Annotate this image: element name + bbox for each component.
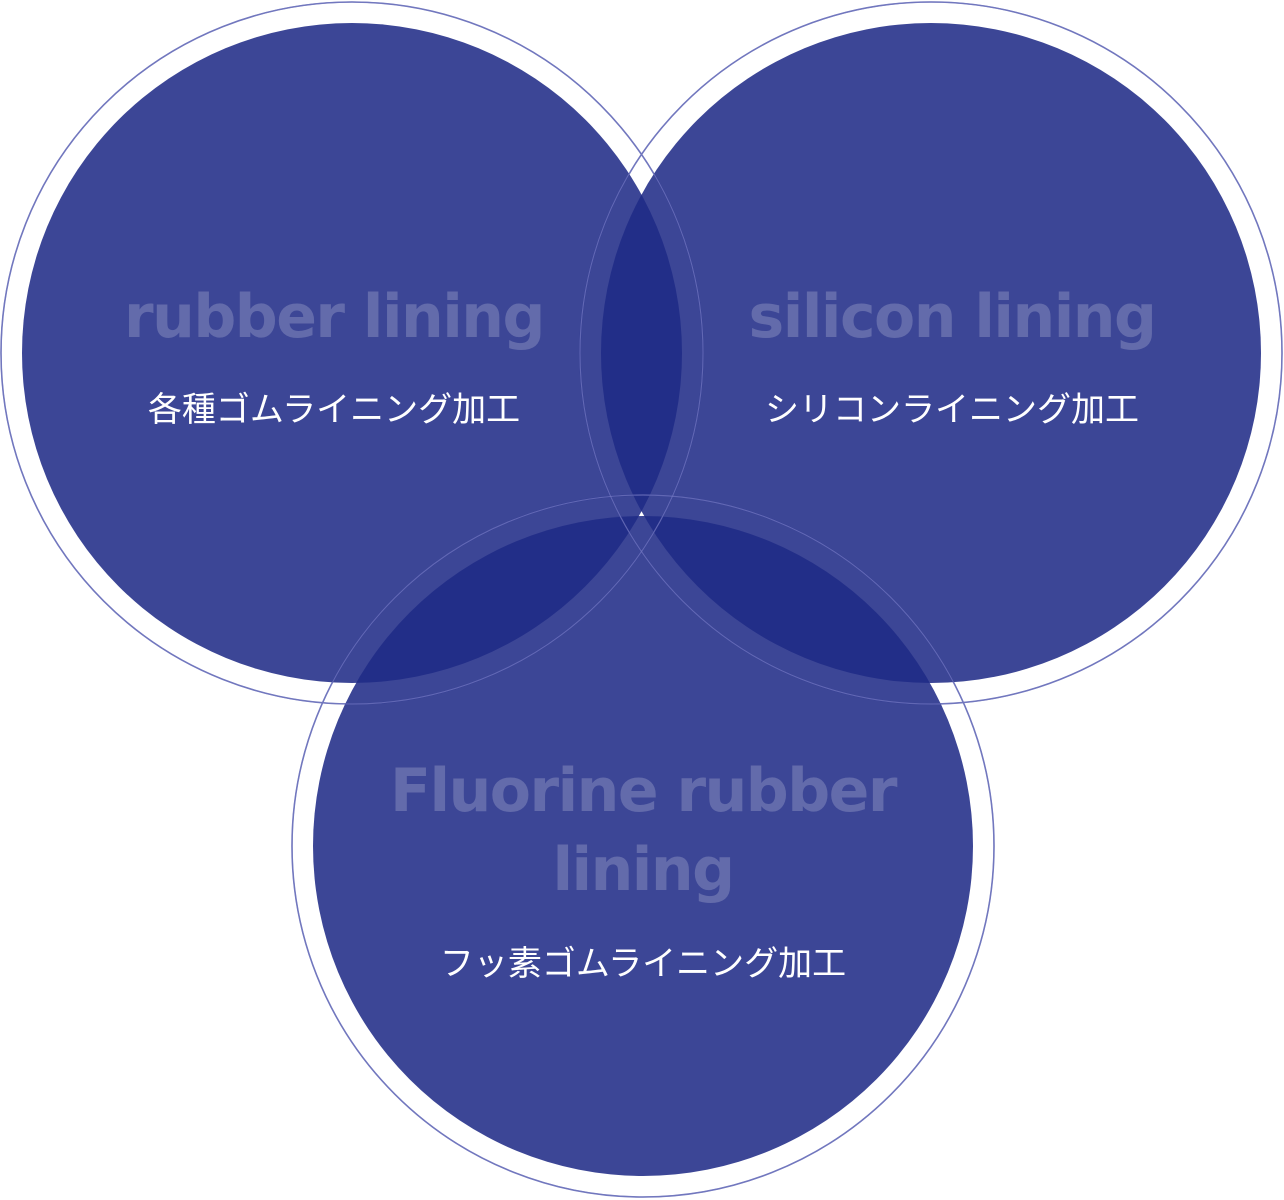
fluorine-japanese-label: フッ素ゴムライニング加工 <box>440 944 846 984</box>
silicon-inner-ring <box>579 1 1283 705</box>
rubber-japanese-label: 各種ゴムライニング加工 <box>148 390 520 430</box>
silicon-english-label: silicon lining <box>749 282 1156 352</box>
silicon-circle <box>601 23 1261 683</box>
fluorine-english-label-line2: lining <box>552 835 733 905</box>
rubber-inner-ring <box>0 1 704 705</box>
fluorine-inner-ring <box>291 494 995 1198</box>
rubber-english-label: rubber lining <box>124 282 544 352</box>
fluorine-english-label-line1: Fluorine rubber <box>390 756 898 826</box>
silicon-japanese-label: シリコンライニング加工 <box>765 390 1139 430</box>
